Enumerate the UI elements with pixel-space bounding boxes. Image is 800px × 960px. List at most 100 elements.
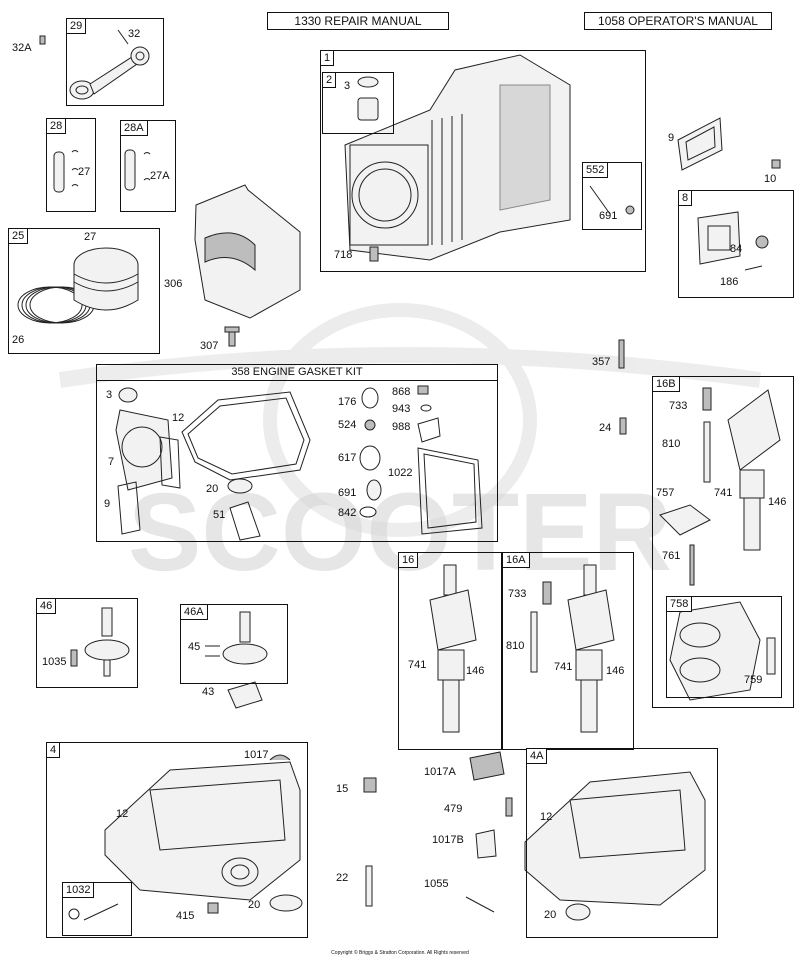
part-label-761: 761 <box>662 550 681 562</box>
watermark-text: SCOOTER <box>128 471 672 594</box>
crankshaft-16 <box>429 564 477 733</box>
part-label-733-16a: 733 <box>508 588 527 600</box>
screw-307 <box>224 326 240 347</box>
part-label-146-16: 146 <box>466 665 485 677</box>
frame-28a: 28A <box>120 120 176 212</box>
screw-32a <box>39 35 46 45</box>
frame-4a: 4A <box>526 748 718 938</box>
box-tag-4: 4 <box>46 742 61 758</box>
part-label-20-sump: 20 <box>248 899 261 911</box>
box-tag-16b: 16B <box>652 376 680 392</box>
crankshaft-16b <box>659 387 781 586</box>
part-label-524: 524 <box>338 419 357 431</box>
repair-manual-box: 1330 REPAIR MANUAL <box>267 12 449 30</box>
box-tag-2: 2 <box>322 72 337 88</box>
part-label-9-kit: 9 <box>104 498 111 510</box>
frame-25: 25 <box>8 228 160 354</box>
part-label-186: 186 <box>720 276 739 288</box>
loose-parts-middle <box>363 751 513 913</box>
bushing-2 <box>357 76 379 121</box>
part-label-741-16: 741 <box>408 659 427 671</box>
gasket-kit-frame: 358 ENGINE GASKET KIT <box>96 364 498 542</box>
part-label-51: 51 <box>213 509 226 521</box>
part-label-45: 45 <box>188 641 201 653</box>
box-tag-28a: 28A <box>120 120 148 136</box>
part-label-842: 842 <box>338 507 357 519</box>
frame-29: 29 <box>66 18 164 106</box>
part-label-810-16a: 810 <box>506 640 525 652</box>
part-label-10: 10 <box>764 173 777 185</box>
frame-16b: 16B <box>652 376 794 708</box>
part-label-741-16a: 741 <box>554 661 573 673</box>
part-label-307: 307 <box>200 340 219 352</box>
gasket-kit-title: 358 ENGINE GASKET KIT <box>97 365 497 381</box>
part-label-1017: 1017 <box>244 749 269 761</box>
part-label-146-16a: 146 <box>606 665 625 677</box>
part-label-26: 26 <box>12 334 25 346</box>
part-label-868: 868 <box>392 386 411 398</box>
part-label-415: 415 <box>176 910 195 922</box>
box-tag-46a: 46A <box>180 604 208 620</box>
piston-25 <box>73 247 139 311</box>
oil-sump-4 <box>104 754 303 914</box>
part-label-617: 617 <box>338 452 357 464</box>
frame-16: 16 <box>398 552 502 750</box>
frame-8: 8 <box>678 190 794 298</box>
part-label-759: 759 <box>744 674 763 686</box>
part-label-757: 757 <box>656 487 675 499</box>
crankcase-cover-758 <box>669 601 776 701</box>
part-label-718: 718 <box>334 249 353 261</box>
part-label-9-top: 9 <box>668 132 675 144</box>
part-label-12-sump-4a: 12 <box>540 811 553 823</box>
part-label-1055: 1055 <box>424 878 449 890</box>
part-label-1035: 1035 <box>42 656 67 668</box>
dowel-552 <box>589 185 635 215</box>
part-label-176: 176 <box>338 396 357 408</box>
frame-758: 758 <box>666 596 782 698</box>
part-label-24: 24 <box>599 422 612 434</box>
part-label-741-16b: 741 <box>714 487 733 499</box>
frame-28: 28 <box>46 118 96 212</box>
part-label-943: 943 <box>392 403 411 415</box>
camshaft-46a <box>205 611 268 665</box>
gasket-kit-parts <box>115 385 483 541</box>
part-label-7: 7 <box>108 456 115 468</box>
frame-46a: 46A <box>180 604 288 684</box>
part-label-20-sump-4a: 20 <box>544 909 557 921</box>
part-label-27: 27 <box>78 166 91 178</box>
camshaft-46 <box>70 607 130 677</box>
piston-pin-28 <box>53 150 79 193</box>
frame-1: 1 <box>320 50 646 272</box>
part-label-27a: 27A <box>150 170 170 182</box>
part-label-3-bushing: 3 <box>344 80 351 92</box>
oil-sump-4a <box>524 771 706 921</box>
dowel-357 <box>618 339 625 369</box>
piston-pin-28a <box>124 149 151 191</box>
frame-1032: 1032 <box>62 882 132 936</box>
frame-4: 4 <box>46 742 308 938</box>
screw-10 <box>771 159 781 169</box>
box-tag-25: 25 <box>8 228 29 244</box>
copyright-notice: Copyright © Briggs & Stratton Corporatio… <box>331 950 469 956</box>
part-label-479: 479 <box>444 803 463 815</box>
box-tag-28: 28 <box>46 118 67 134</box>
box-tag-552: 552 <box>582 162 609 178</box>
part-label-691-dowel: 691 <box>599 210 618 222</box>
watermark-logo <box>58 303 762 537</box>
box-tag-46: 46 <box>36 598 57 614</box>
gasket-9 <box>677 117 723 171</box>
box-tag-16a: 16A <box>502 552 530 568</box>
crankshaft-16a <box>530 564 615 733</box>
part-label-22: 22 <box>336 872 349 884</box>
part-label-1017a: 1017A <box>424 766 456 778</box>
part-label-1017b: 1017B <box>432 834 464 846</box>
part-label-20-kit: 20 <box>206 483 219 495</box>
air-baffle-306 <box>194 184 301 319</box>
governor-43 <box>227 681 263 709</box>
operator-manual-box: 1058 OPERATOR'S MANUAL <box>584 12 772 30</box>
box-tag-758: 758 <box>666 596 693 612</box>
box-tag-4a: 4A <box>526 748 548 764</box>
box-tag-8: 8 <box>678 190 693 206</box>
cylinder-block-1 <box>344 54 571 262</box>
